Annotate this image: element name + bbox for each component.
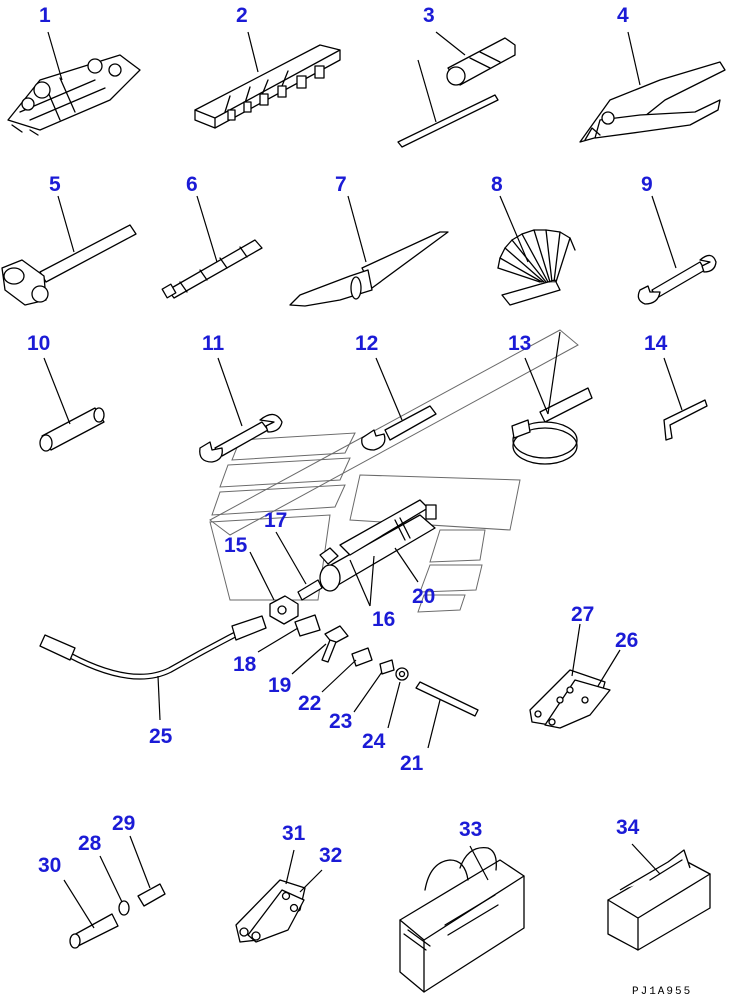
- callout-6: 6: [186, 173, 198, 196]
- callout-20: 20: [412, 585, 435, 608]
- part-2-socket-box: [194, 44, 341, 129]
- part-3-screwdriver: [397, 37, 516, 148]
- callout-7: 7: [335, 173, 347, 196]
- callout-12: 12: [355, 332, 378, 355]
- part-22-nipple: [351, 647, 373, 667]
- part-28-ring: [118, 900, 130, 916]
- part-11-wrench: [199, 413, 283, 463]
- callout-19: 19: [268, 674, 291, 697]
- callout-13: 13: [508, 332, 531, 355]
- part-25-hose: [39, 615, 267, 680]
- callout-21: 21: [400, 752, 424, 775]
- callout-2: 2: [236, 4, 248, 27]
- callout-31: 31: [282, 822, 306, 845]
- callout-15: 15: [224, 534, 248, 557]
- callout-29: 29: [112, 812, 135, 835]
- callout-4: 4: [617, 4, 629, 27]
- part-17-nozzle: [297, 579, 323, 601]
- callout-5: 5: [49, 173, 61, 196]
- leader-lines-grease-gun: [157, 531, 441, 749]
- watermark-logo: [209, 329, 579, 613]
- part-26-27-plates: [529, 669, 611, 729]
- part-33-tool-bag: [399, 847, 525, 993]
- callout-33: 33: [459, 818, 482, 841]
- part-6-extension-bar: [161, 239, 263, 299]
- callout-3: 3: [423, 4, 435, 27]
- callout-18: 18: [233, 653, 257, 676]
- callout-34: 34: [616, 816, 640, 839]
- callout-10: 10: [27, 332, 50, 355]
- part-23-nipple: [379, 659, 395, 675]
- part-12-wrench-handle: [361, 405, 437, 451]
- callout-27: 27: [571, 603, 594, 626]
- callout-26: 26: [615, 629, 638, 652]
- part-10-sleeve: [39, 407, 105, 452]
- part-9-wrench: [637, 254, 717, 305]
- callout-16: 16: [372, 608, 395, 631]
- part-4-pliers: [579, 61, 726, 143]
- callout-14: 14: [644, 332, 668, 355]
- part-1-tool-set: [7, 54, 141, 136]
- callout-32: 32: [319, 844, 342, 867]
- part-14-hex-key: [663, 399, 708, 441]
- callout-25: 25: [149, 725, 173, 748]
- part-8-feeler-gauge: [497, 229, 576, 306]
- part-34-tool-box: [607, 849, 711, 951]
- part-21-pipe: [415, 681, 479, 717]
- part-16-20-grease-gun: [319, 499, 437, 592]
- callout-28: 28: [78, 832, 102, 855]
- callout-labels: 1 2 3 4 5 6 7 8 9 10 11 12 13 14 15 16 1…: [27, 4, 668, 877]
- callout-22: 22: [298, 692, 321, 715]
- callout-23: 23: [329, 710, 352, 733]
- part-19-valve: [321, 625, 349, 663]
- callout-17: 17: [264, 509, 287, 532]
- part-15-coupler: [269, 595, 299, 625]
- part-18-fitting: [294, 614, 321, 637]
- callout-8: 8: [491, 173, 503, 196]
- callout-1: 1: [39, 4, 51, 27]
- part-5-hammer: [1, 224, 137, 306]
- part-29-fitting: [137, 883, 166, 907]
- drawing-code: PJ1A955: [632, 986, 692, 998]
- callout-30: 30: [38, 854, 61, 877]
- part-30-pin: [69, 913, 119, 949]
- part-13-filter-wrench: [511, 387, 593, 465]
- callout-11: 11: [202, 332, 225, 355]
- callout-24: 24: [362, 730, 386, 753]
- part-7-pry-bar: [289, 231, 449, 307]
- part-24-nut: [395, 667, 409, 681]
- callout-9: 9: [641, 173, 653, 196]
- part-31-32-brackets: [235, 879, 306, 943]
